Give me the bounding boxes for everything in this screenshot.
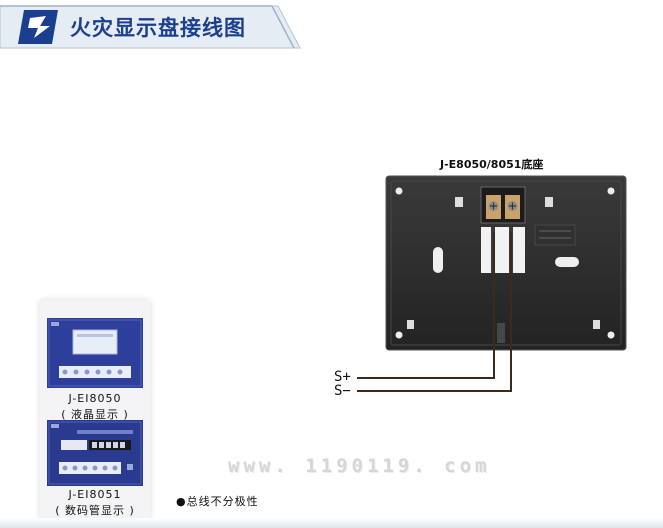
product-name-8050: J-EI8050 (68, 392, 122, 405)
mounting-base (385, 175, 627, 351)
wire-s-minus (357, 232, 512, 392)
wire-label-s-minus: S− (334, 383, 351, 399)
watermark: www. 1190119. com (228, 455, 491, 477)
bottom-bar (0, 518, 663, 528)
product-desc-8051: ( 数码管显示 ) (55, 504, 135, 517)
screw-hole-top-right (607, 187, 615, 195)
terminal-block (480, 186, 526, 224)
header-banner (0, 5, 301, 49)
screw-hole-top-left (395, 187, 403, 195)
polarity-note: ●总线不分极性 (176, 495, 259, 508)
wire-label-s-plus: S+ (334, 369, 351, 385)
product-card: J-EI8050 ( 液晶显示 ) J-EI8051 ( 数码管显示 ) (40, 300, 150, 520)
product-desc-8050: ( 液晶显示 ) (61, 408, 129, 421)
product-name-8051: J-EI8051 (68, 488, 122, 501)
logo-icon (18, 10, 58, 44)
led-panel-image (47, 420, 143, 486)
lcd-panel-image (47, 318, 143, 388)
screw-hole-bottom-right (607, 331, 615, 339)
wire-s-plus (357, 232, 495, 379)
page-title: 火灾显示盘接线图 (70, 16, 246, 40)
screw-hole-bottom-left (395, 331, 403, 339)
base-caption: J-E8050/8051底座 (440, 158, 544, 171)
